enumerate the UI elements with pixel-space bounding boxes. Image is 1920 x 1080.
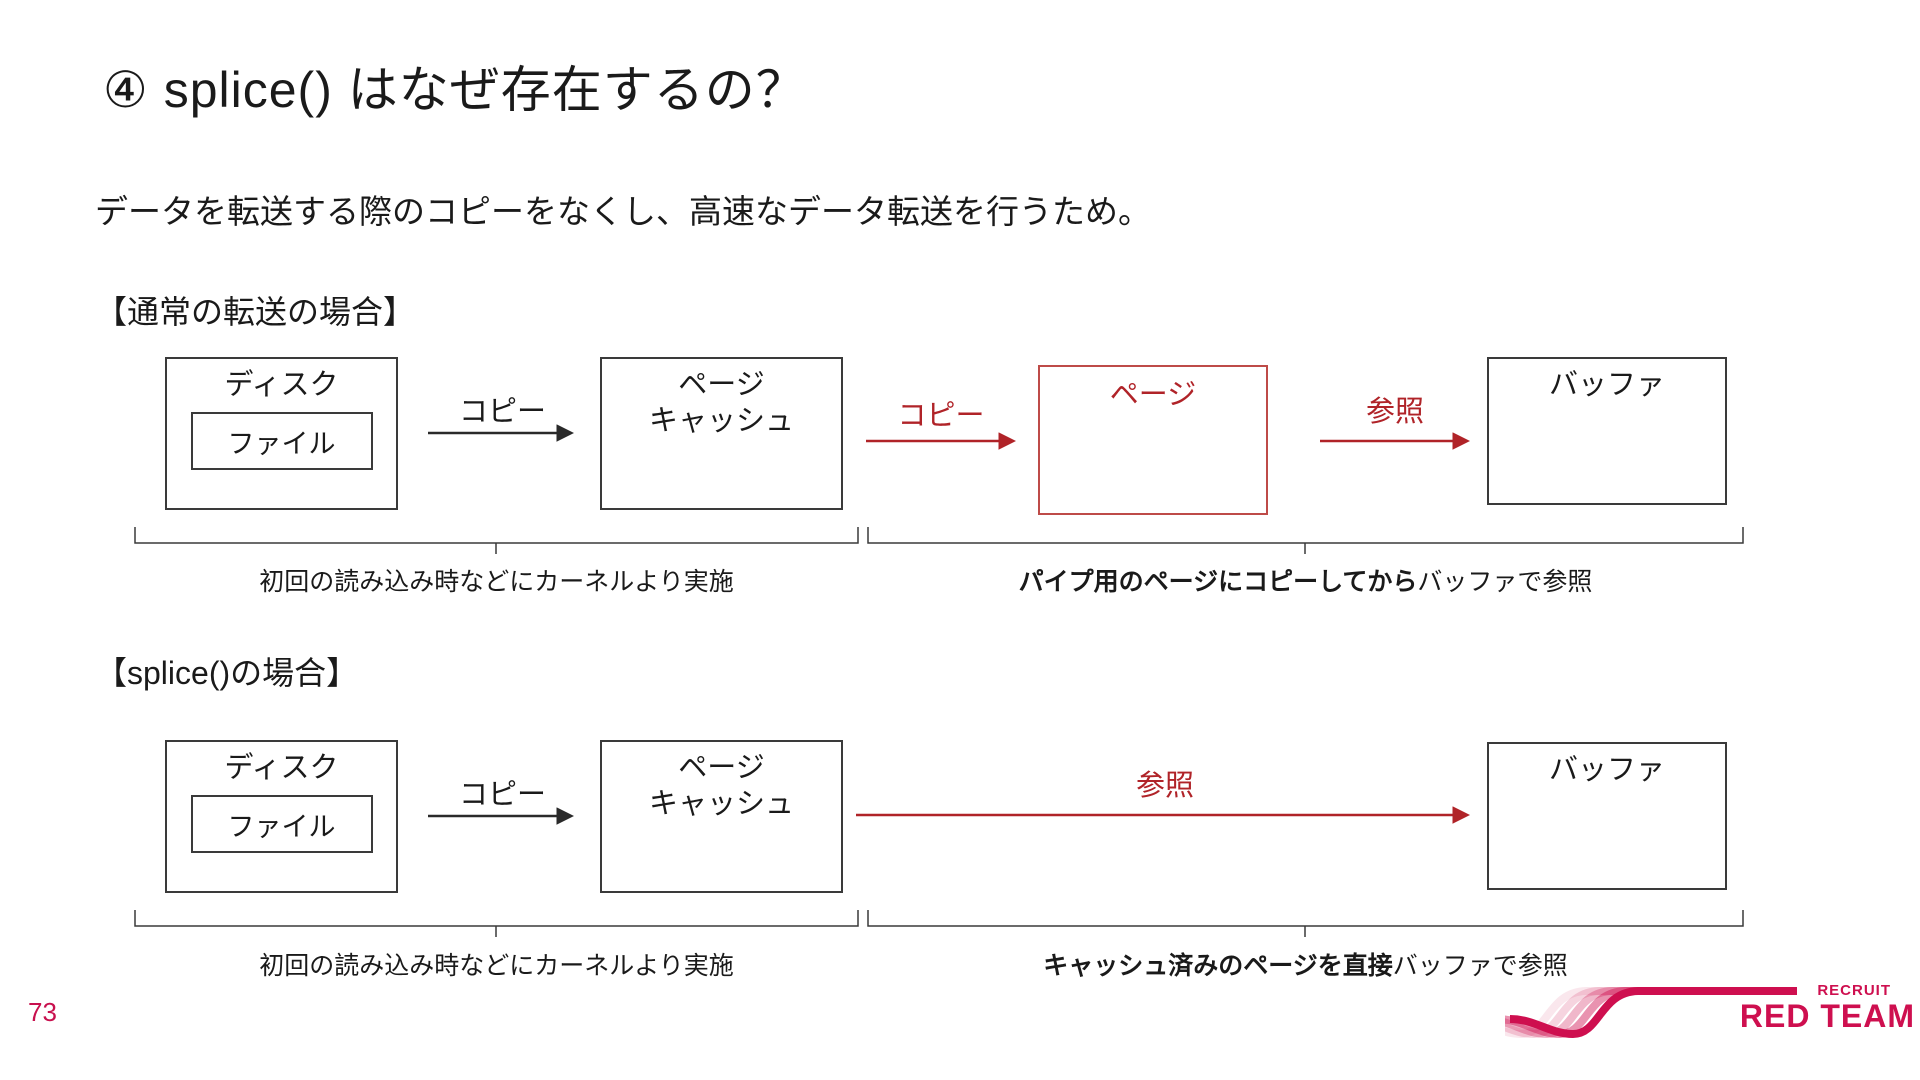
page-cache-box-normal: ページ キャッシュ: [600, 357, 843, 510]
page-cache-box-splice: ページ キャッシュ: [600, 740, 843, 893]
caption-normal-right-bold: パイプ用のページにコピーしてから: [1018, 568, 1418, 596]
section-heading-splice: 【splice()の場合】: [95, 655, 359, 691]
slide-subtitle: データを転送する際のコピーをなくし、高速なデータ転送を行うため。: [95, 193, 1151, 230]
pipe-page-label: ページ: [1109, 379, 1197, 411]
bracket-normal-left: [134, 527, 859, 554]
file-label-splice: ファイル: [227, 811, 336, 842]
disk-box-splice: ディスク ファイル: [165, 740, 398, 893]
disk-label: ディスク: [224, 369, 339, 401]
logo-team-text: RED TEAM: [1739, 998, 1915, 1034]
caption-normal-right-rest: バッファで参照: [1417, 568, 1593, 596]
ref-arrow-label-normal: 参照: [1365, 396, 1424, 428]
bracket-splice-left: [134, 910, 859, 937]
logo-swoosh-icon: [1505, 987, 1797, 1039]
caption-normal-right: パイプ用のページにコピーしてからバッファで参照: [868, 562, 1743, 598]
page-cache-label-splice: ページ キャッシュ: [649, 742, 794, 823]
buffer-box-splice: バッファ: [1487, 742, 1727, 890]
ref-arrow-label-splice: 参照: [1135, 770, 1194, 802]
caption-splice-left: 初回の読み込み時などにカーネルより実施: [259, 952, 734, 980]
caption-normal-left: 初回の読み込み時などにカーネルより実施: [259, 568, 734, 596]
page-cache-line1: ページ: [678, 369, 765, 401]
page-cache-line2-splice: キャッシュ: [648, 788, 794, 821]
disk-label-splice: ディスク: [224, 752, 339, 784]
caption-splice-right-rest: バッファで参照: [1392, 952, 1568, 980]
buffer-label-normal: バッファ: [1548, 369, 1665, 401]
bracket-normal-right: [867, 527, 1744, 554]
file-box-splice: ファイル: [190, 795, 373, 854]
section-heading-normal-transfer: 【通常の転送の場合】: [95, 294, 416, 330]
page-cache-line1-splice: ページ: [678, 752, 765, 784]
caption-splice-right: キャッシュ済みのページを直接バッファで参照: [868, 946, 1743, 982]
buffer-label-splice: バッファ: [1548, 754, 1665, 786]
bracket-splice-right: [867, 910, 1744, 937]
page-cache-label-normal: ページ キャッシュ: [649, 359, 794, 440]
caption-splice-right-bold: キャッシュ済みのページを直接: [1043, 952, 1393, 980]
recruit-red-team-logo: RECRUIT RED TEAM: [1505, 982, 1915, 1054]
page-cache-line2: キャッシュ: [648, 405, 794, 438]
logo-brand-text: RECRUIT: [1817, 982, 1891, 999]
page-number: 73: [28, 997, 57, 1027]
copy-arrow-label-1: コピー: [458, 396, 546, 428]
file-box-normal: ファイル: [190, 412, 373, 471]
buffer-box-normal: バッファ: [1487, 357, 1727, 505]
pipe-page-box-red: ページ: [1038, 365, 1268, 515]
slide-title: ④ splice() はなぜ存在するの？: [103, 62, 807, 118]
file-label: ファイル: [227, 428, 336, 459]
copy-arrow-label-splice: コピー: [458, 779, 546, 811]
copy-arrow-label-2-red: コピー: [897, 400, 985, 432]
disk-box-normal: ディスク ファイル: [165, 357, 398, 510]
